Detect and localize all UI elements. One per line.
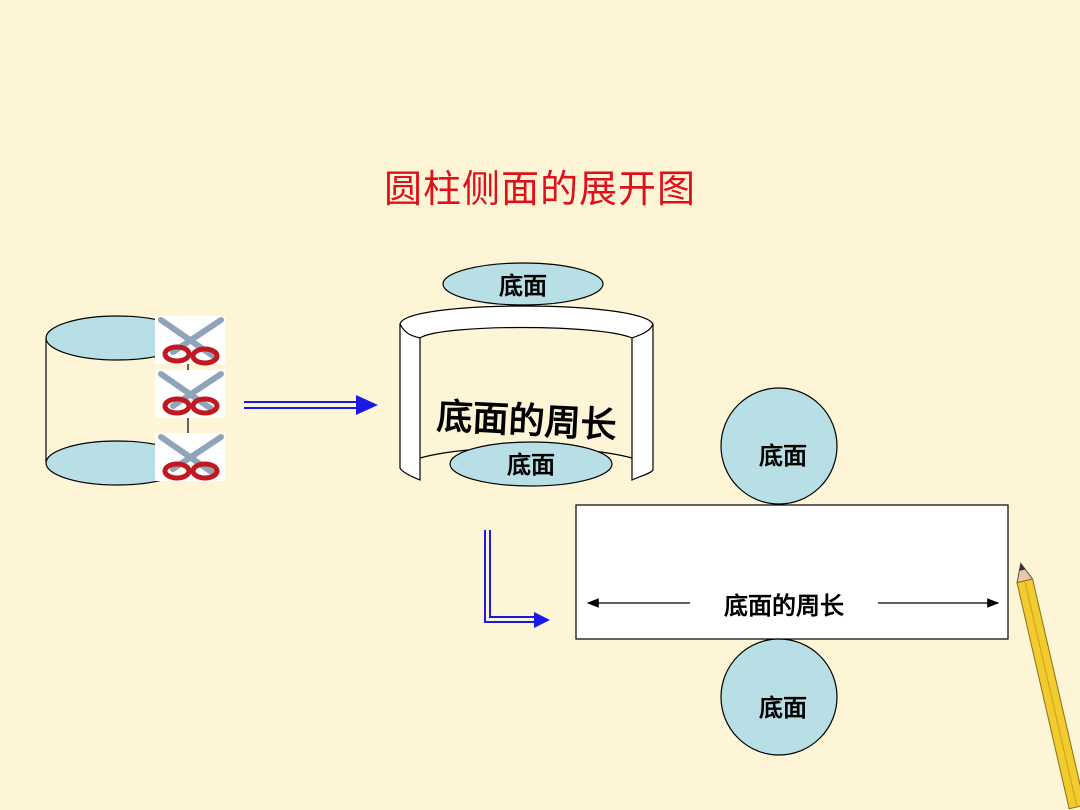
unrolled-net: 底面 底面 底面的周长	[575, 387, 1009, 756]
cylinder	[45, 315, 189, 486]
scissors-icon-middle	[155, 370, 225, 418]
bottom-base-circle	[720, 638, 838, 756]
l-arrow	[484, 530, 550, 628]
label-bottom-circle: 底面	[759, 693, 807, 722]
top-base-circle	[720, 387, 838, 505]
scissors-icon-top	[155, 316, 225, 366]
pencil-icon	[1016, 562, 1080, 810]
base-ellipse-top	[442, 262, 604, 306]
slide-title: 圆柱侧面的展开图	[383, 167, 696, 211]
label-top-circle: 底面	[759, 441, 807, 470]
scissors-icon-bottom	[155, 433, 225, 481]
label-curved-circumference: 底面的周长	[436, 395, 618, 446]
label-bottom-base: 底面	[507, 450, 555, 479]
double-arrow-right	[244, 395, 378, 415]
base-ellipse-bottom	[449, 441, 613, 487]
lateral-rectangle	[575, 504, 1009, 640]
opening-cylinder: 底面 底面 底面的周长	[399, 262, 654, 487]
label-rect-circumference: 底面的周长	[724, 591, 845, 620]
label-top-base: 底面	[499, 271, 547, 300]
